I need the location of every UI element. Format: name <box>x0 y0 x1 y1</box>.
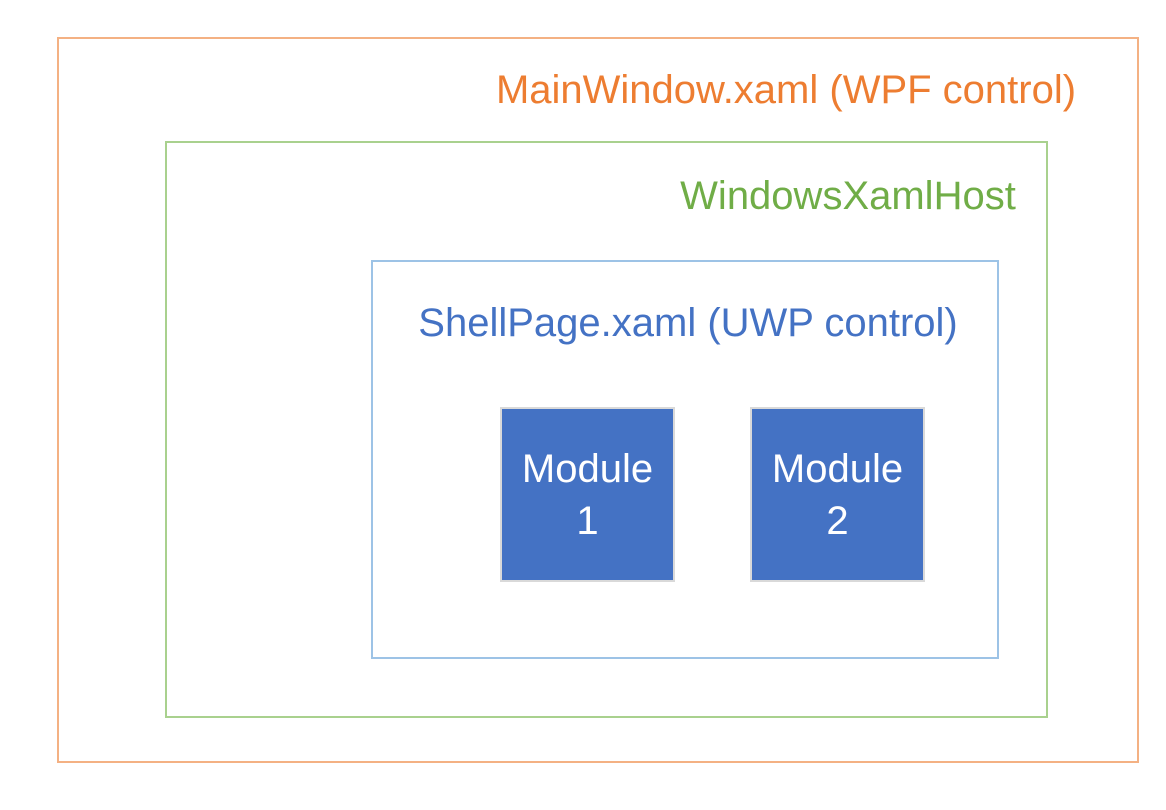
shellpage-uwp-label: ShellPage.xaml (UWP control) <box>418 301 958 345</box>
mainwindow-wpf-label: MainWindow.xaml (WPF control) <box>495 68 1077 112</box>
module-1-box: Module 1 <box>500 407 675 582</box>
module-1-label: Module 1 <box>521 446 654 543</box>
windowsxamlhost-label: WindowsXamlHost <box>680 174 1016 218</box>
module-2-label: Module 2 <box>771 446 904 543</box>
shellpage-uwp-box <box>371 260 999 659</box>
module-2-box: Module 2 <box>750 407 925 582</box>
mainwindow-wpf-box <box>57 37 1139 763</box>
windowsxamlhost-box <box>165 141 1048 718</box>
